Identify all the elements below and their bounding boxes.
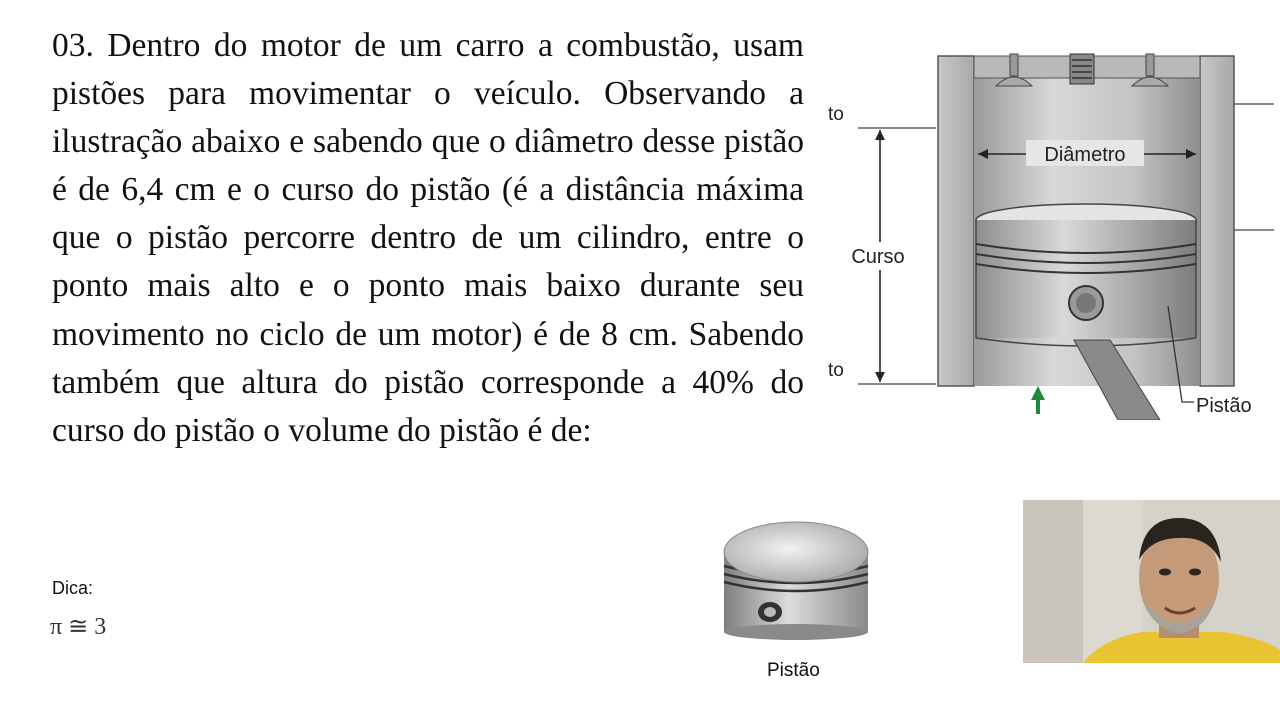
stroke-label: Curso [851,246,904,268]
presenter-face [1139,524,1219,632]
question-text: 03. Dentro do motor de um carro a combus… [52,27,804,449]
connecting-rod [1073,339,1161,420]
piston-photo [723,521,869,640]
webcam-feed [1023,500,1280,663]
top-dead-center-label: to [828,104,844,125]
valve-right [1130,53,1170,87]
valve-left [994,53,1034,87]
cylinder-diagram: Diâmetro to to Curso Pistão [828,53,1274,420]
hint-formula: π ≅ 3 [50,614,107,640]
spark-plug [1069,53,1095,85]
bottom-dead-center-label: to [828,360,844,381]
diameter-label: Diâmetro [1044,144,1125,166]
piston [975,203,1197,347]
motion-arrow-icon [1031,386,1045,414]
piston-photo-caption: Pistão [767,660,820,681]
cylinder-wall-left [937,55,975,387]
presenter-shirt [1083,632,1280,663]
cylinder-wall-right [1199,55,1235,387]
hint-label: Dica: [52,578,94,598]
piston-label: Pistão [1196,395,1252,417]
